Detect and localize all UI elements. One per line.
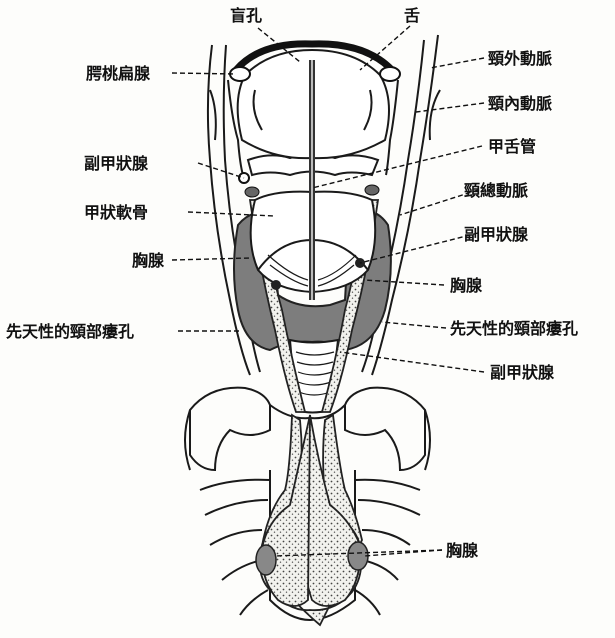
label-parathyroid-right: 副甲狀腺 [464, 225, 529, 244]
label-tongue: 舌 [404, 6, 420, 25]
thymus-nodule-right [348, 542, 368, 570]
label-thymus-bottom: 胸腺 [446, 541, 479, 560]
label-thymus-left: 胸腺 [132, 251, 165, 270]
parathyroid-left-dot [271, 280, 281, 290]
label-parathyroid-upper-left: 副甲狀腺 [84, 154, 149, 173]
label-parathyroid-lower-right: 副甲狀腺 [490, 363, 555, 382]
label-thyroglossal-duct: 甲舌管 [488, 137, 536, 156]
label-palatine-tonsil: 腭桃扁腺 [86, 64, 151, 83]
label-thyroid-cartilage: 甲狀軟骨 [84, 203, 148, 222]
label-external-carotid: 頸外動脈 [488, 49, 552, 68]
label-common-carotid: 頸總動脈 [464, 181, 528, 200]
parathyroid-upper-right-body [365, 185, 379, 195]
label-internal-carotid: 頸內動脈 [488, 94, 552, 113]
label-fistula-right: 先天性的頸部瘻孔 [450, 319, 578, 338]
thymus-nodule-left [256, 545, 276, 575]
label-foramen-cecum: 盲孔 [230, 6, 262, 25]
palatine-tonsil-left [230, 67, 250, 81]
palatine-tonsil-right [380, 67, 400, 81]
label-fistula-left: 先天性的頸部瘻孔 [6, 322, 134, 341]
parathyroid-upper-left-body [245, 187, 259, 197]
label-thymus-right: 胸腺 [450, 276, 483, 295]
